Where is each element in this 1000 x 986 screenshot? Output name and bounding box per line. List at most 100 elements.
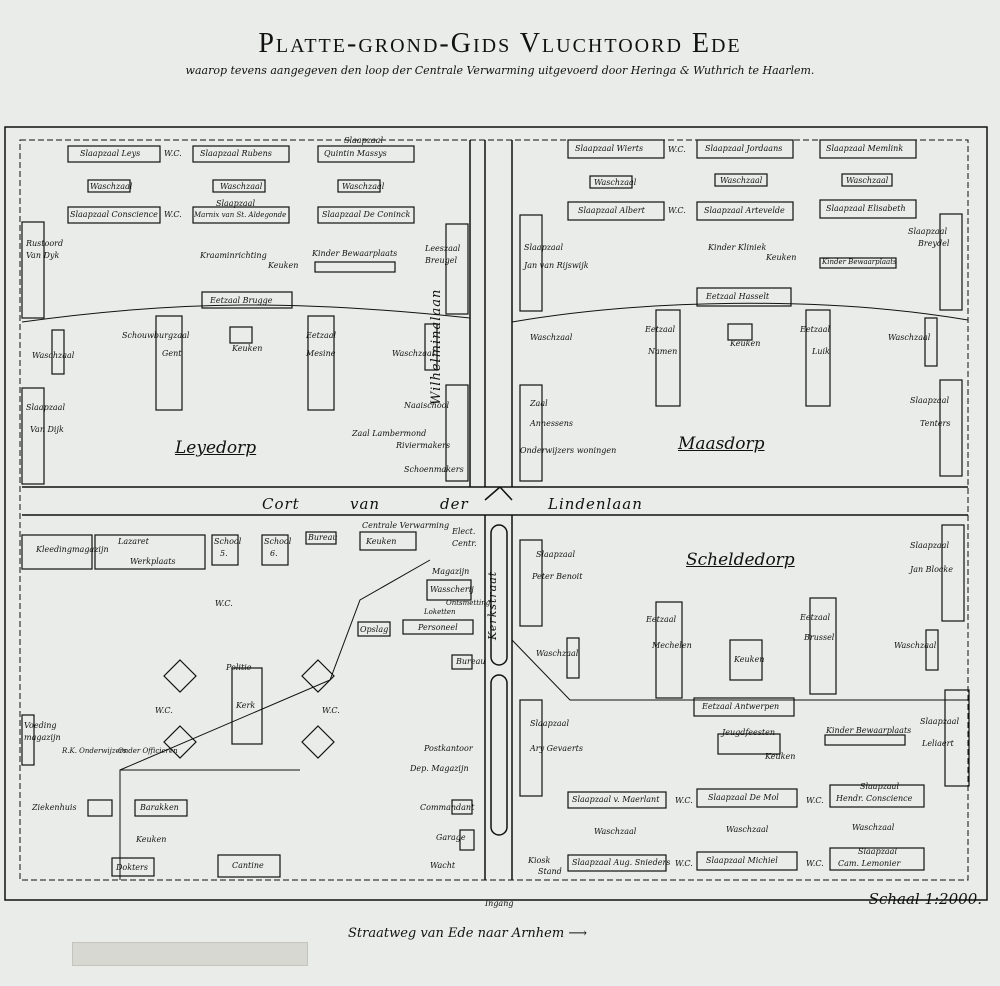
label-onder: Onder Officieren (118, 747, 178, 755)
label-quintin-b: Quintin Massys (324, 149, 387, 158)
label-keuken-ley-b: Keuken (232, 344, 263, 353)
bldg-bureau-w (357, 621, 391, 637)
bldg-rubens-wasch (212, 179, 266, 193)
label-breydel-b: Breydel (918, 239, 950, 248)
road-label-der: der (440, 495, 469, 513)
label-leliaert-b: Leliaert (922, 739, 954, 748)
label-eet-brussel-a: Eetzaal (800, 613, 831, 622)
label-schoenmakers: Schoenmakers (404, 465, 464, 474)
label-elec-a: Elect. (452, 527, 476, 536)
map-subtitle: waarop tevens aangegeven den loop der Ce… (185, 64, 815, 77)
bldg-wasch-ley2 (424, 323, 438, 371)
bldg-elisabeth (819, 199, 917, 219)
label-brugge: Eetzaal Brugge (210, 296, 273, 305)
label-rijswijk-b: Jan van Rijswijk (524, 261, 589, 270)
label-politie: Politie (226, 663, 252, 672)
wc-marker: W.C. (675, 796, 693, 805)
label-bureau2: Bureau (456, 657, 486, 666)
label-voeding-a: Voeding (24, 721, 57, 730)
label-conscience: Slaapzaal Conscience (70, 210, 158, 219)
bldg-tenters (939, 379, 963, 477)
label-wierts: Slaapzaal Wierts (575, 144, 644, 153)
label-lees-b: Breugel (425, 256, 458, 265)
label-leys: Slaapzaal Leys (80, 149, 141, 158)
label-keuken-sch2: Keuken (765, 752, 796, 761)
bldg-centrale (359, 531, 417, 551)
label-albert: Slaapzaal Albert (578, 206, 645, 215)
label-rk: R.K. Onderwijzers (62, 747, 127, 755)
label-eet-ley-b: Mesine (306, 349, 336, 358)
label-sch-wasch5: Waschzaal (852, 823, 895, 832)
label-onderwijzers: Onderwijzers woningen (520, 446, 617, 455)
label-rustoord-b: Van Dyk (26, 251, 60, 260)
bldg-kinder-ley (314, 261, 396, 273)
label-post: Postkantoor (424, 744, 473, 753)
label-kiosk: Kiosk (528, 856, 551, 865)
label-barakken: Barakken (140, 803, 179, 812)
bldg-maerlant (567, 791, 667, 809)
bldg-barakken (134, 799, 188, 817)
bldg-kleeding (21, 534, 93, 570)
label-school5-b: 5. (220, 549, 228, 558)
bldg-leys-wasch (87, 179, 131, 193)
wc-marker: W.C. (155, 706, 173, 715)
bldg-wasscherij (426, 579, 472, 601)
bldg-jordaans-wasch (714, 173, 768, 187)
label-bureau: Bureau (308, 533, 338, 542)
bldg-ziekenhuis (87, 799, 113, 817)
bldg-quintin-wasch (337, 179, 381, 193)
label-kerk: Kerk (236, 701, 256, 710)
label-marnix-a: Slaapzaal (216, 199, 256, 208)
label-lemonier-b: Cam. Lemonier (838, 859, 901, 868)
label-maas-wasch1: Waschzaal (594, 178, 637, 187)
bldg-rijswijk (519, 214, 543, 312)
label-school5-a: School (214, 537, 242, 546)
label-sw-wc: W.C. (215, 599, 233, 608)
label-elec-b: Centr. (452, 539, 477, 548)
bldg-politie-a (163, 659, 197, 693)
label-hendr-b: Hendr. Conscience (836, 794, 913, 803)
wc-marker: W.C. (164, 210, 182, 219)
road-cort-van-der-lindenlaan (22, 486, 968, 516)
label-dep: Dep. Magazijn (410, 764, 469, 773)
bldg-kinder-maas (819, 257, 897, 269)
bldg-hendr (829, 784, 925, 808)
label-cantine: Cantine (232, 861, 264, 870)
label-keuken-sw: Keuken (366, 537, 397, 546)
label-vandijk-b: Van Dijk (30, 425, 64, 434)
bldg-keuken-sch (729, 639, 763, 681)
label-keuken-ley-a: Keuken (268, 261, 299, 270)
road-label-cort: Cort (262, 495, 300, 513)
label-magazijn: Magazijn (432, 567, 470, 576)
bldg-politie-c (163, 725, 197, 759)
bldg-keuken-ley (229, 326, 253, 344)
bldg-jordaans (696, 139, 794, 159)
bldg-lemonier (829, 847, 925, 871)
label-ziekenhuis: Ziekenhuis (32, 803, 77, 812)
bldg-wasch-sch1 (566, 637, 580, 679)
map-scale: Schaal 1:2000. (868, 890, 982, 908)
label-michiel: Slaapzaal Michiel (706, 856, 778, 865)
median-south (490, 674, 508, 836)
label-demol: Slaapzaal De Mol (708, 793, 779, 802)
road-label-van: van (350, 495, 381, 513)
label-eet-luik-b: Luik (812, 347, 830, 356)
bldg-brugge (201, 291, 293, 309)
label-ontsm: Ontsmetting (446, 599, 491, 607)
label-ley-wasch2: Waschzaal (220, 182, 263, 191)
road-label-lindenlaan: Lindenlaan (548, 495, 643, 513)
bldg-albert (567, 201, 665, 221)
bldg-mesine (307, 315, 335, 411)
label-schouw: Schouwburgzaal (122, 331, 190, 340)
label-hendr-a: Slaapzaal (860, 782, 900, 791)
label-sch-wasch3: Waschzaal (594, 827, 637, 836)
bottom-road-label: Straatweg van Ede naar Arnhem ⟶ (348, 926, 587, 941)
bldg-marnix (192, 206, 290, 224)
label-lees-a: Leeszaal (425, 244, 461, 253)
label-kinder-ley: Kinder Bewaarplaats (312, 249, 398, 258)
label-kliniek: Kinder Kliniek (708, 243, 767, 252)
road-connector (469, 140, 513, 501)
label-keuken-sch: Keuken (734, 655, 765, 664)
bldg-wierts (567, 139, 665, 159)
label-marnix-b: Marnix van St. Aldegonde (194, 211, 287, 219)
